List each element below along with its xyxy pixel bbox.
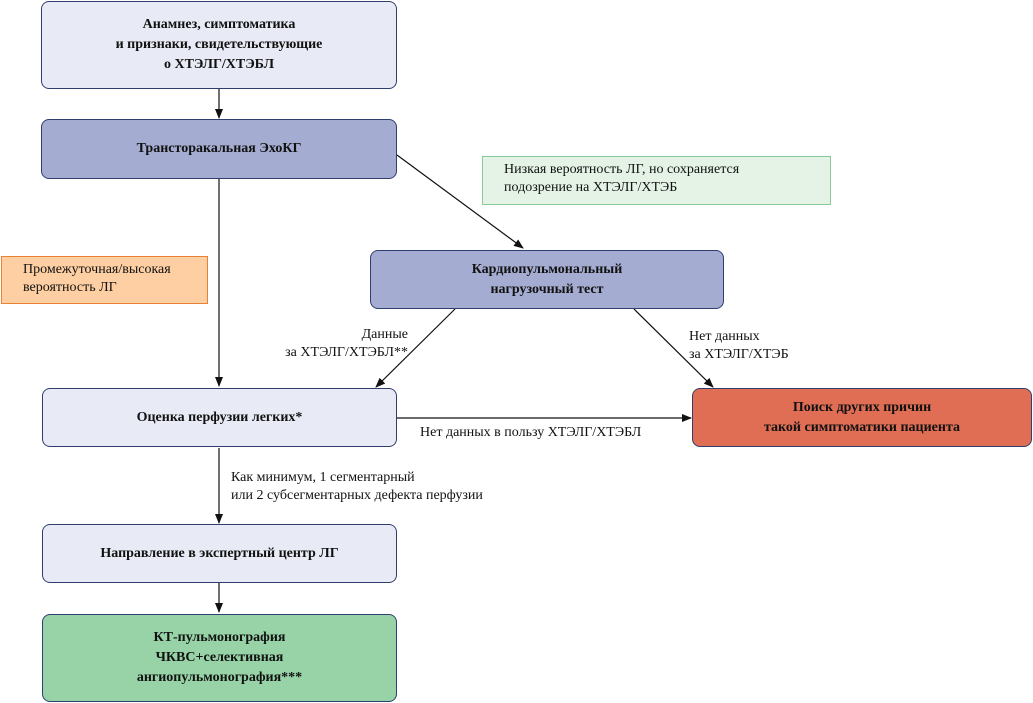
arrow-echo-to-cpet xyxy=(396,154,524,249)
other-causes-node: Поиск других причин такой симптоматики п… xyxy=(692,388,1032,447)
perfusion-text: Оценка перфузии легких* xyxy=(136,409,303,425)
arrow-cpet-to-perfusion xyxy=(375,308,456,388)
ct-node: КТ-пульмонография ЧКВС+селективная ангио… xyxy=(42,614,397,702)
intermediate-high-note: Промежуточная/высокая вероятность ЛГ xyxy=(1,256,208,304)
echo-text: Трансторакальная ЭхоКГ xyxy=(136,141,302,156)
referral-text: Направление в экспертный центр ЛГ xyxy=(100,545,339,561)
history-text: Анамнез, симптоматика и признаки, свидет… xyxy=(115,17,323,72)
cpet-yes-label: Данные за ХТЭЛГ/ХТЭБЛ** xyxy=(285,327,408,360)
arrow-cpet-to-other-causes xyxy=(633,308,714,388)
echo-node: Трансторакальная ЭхоКГ xyxy=(41,119,397,179)
cpet-node: Кардиопульмональный нагрузочный тест xyxy=(370,250,724,309)
perfusion-no-label: Нет данных в пользу ХТЭЛГ/ХТЭБЛ xyxy=(420,425,642,440)
other-causes-text: Поиск других причин такой симптоматики п… xyxy=(764,399,960,435)
cpet-text: Кардиопульмональный нагрузочный тест xyxy=(471,261,623,297)
cpet-no-label: Нет данных за ХТЭЛГ/ХТЭБ xyxy=(689,329,789,362)
referral-node: Направление в экспертный центр ЛГ xyxy=(42,524,397,583)
low-probability-note: Низкая вероятность ЛГ, но сохраняется по… xyxy=(482,156,831,205)
perfusion-defect-label: Как минимум, 1 сегментарный или 2 субсег… xyxy=(231,470,483,503)
perfusion-node: Оценка перфузии легких* xyxy=(42,388,397,447)
ct-text: КТ-пульмонография ЧКВС+селективная ангио… xyxy=(136,630,303,685)
history-node: Анамнез, симптоматика и признаки, свидет… xyxy=(41,1,397,89)
